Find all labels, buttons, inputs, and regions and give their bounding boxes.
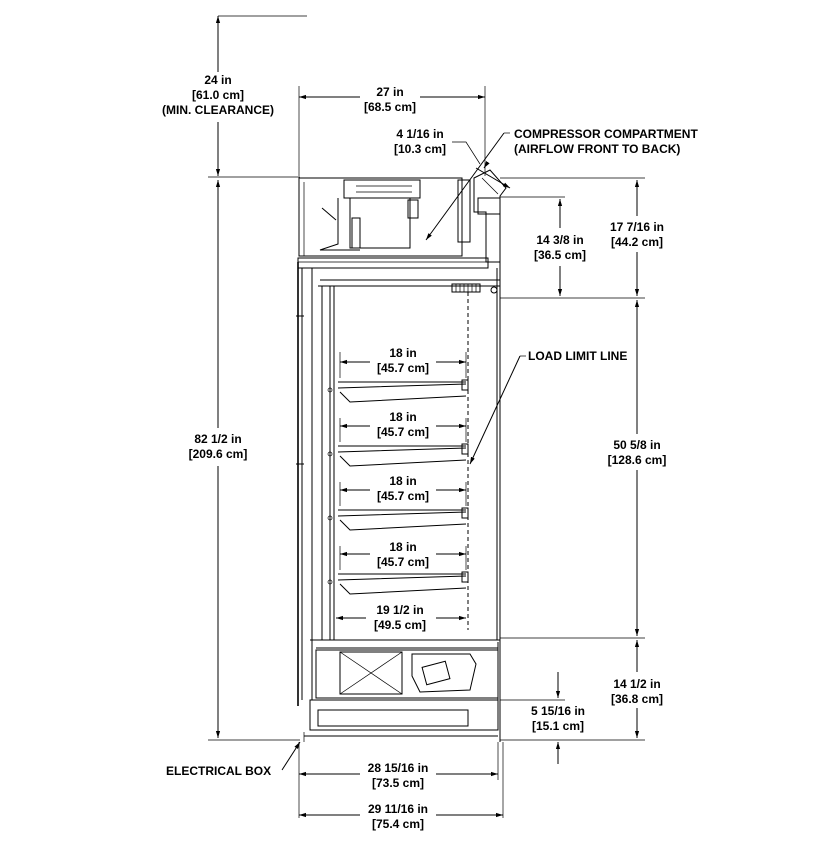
top-width-metric: [68.5 cm] [364,100,416,114]
depth-body-imperial: 28 15/16 in [368,761,429,775]
dimension-lines [208,15,645,818]
clearance-metric: [61.0 cm] [192,88,244,102]
dimension-labels: 24 in [61.0 cm] (MIN. CLEARANCE) 27 in [… [162,73,698,831]
depth-body-metric: [73.5 cm] [372,776,424,790]
floor-depth-metric: [49.5 cm] [374,618,426,632]
base-height-metric: [15.1 cm] [532,719,584,733]
compressor-height-metric: [36.5 cm] [534,248,586,262]
compressor-height-imperial: 14 3/8 in [536,233,583,247]
clearance-imperial: 24 in [204,73,231,87]
shelf-brackets [327,379,469,595]
top-width-imperial: 27 in [376,85,403,99]
clearance-note: (MIN. CLEARANCE) [162,103,274,117]
floor-depth-imperial: 19 1/2 in [376,603,423,617]
base-section-metric: [36.8 cm] [611,692,663,706]
compressor-unit [319,179,421,251]
shelf-2-metric: [45.7 cm] [377,425,429,439]
shelf-1-imperial: 18 in [389,346,416,360]
base-compartment [303,642,499,742]
interior-height-metric: [128.6 cm] [608,453,667,467]
overall-height-imperial: 82 1/2 in [194,432,241,446]
upper-section-metric: [44.2 cm] [611,235,663,249]
shelf-2-imperial: 18 in [389,410,416,424]
interior-height-imperial: 50 5/8 in [613,438,660,452]
overall-height-metric: [209.6 cm] [189,447,248,461]
shelf-1-metric: [45.7 cm] [377,361,429,375]
depth-overall-imperial: 29 11/16 in [368,802,428,816]
compressor-depth-imperial: 4 1/16 in [396,127,443,141]
electrical-box-callout: ELECTRICAL BOX [166,764,271,778]
cabinet-outline [296,169,507,742]
base-height-imperial: 5 15/16 in [531,704,585,718]
compressor-callout-line2: (AIRFLOW FRONT TO BACK) [514,142,680,156]
base-section-imperial: 14 1/2 in [613,677,660,691]
compressor-depth-metric: [10.3 cm] [394,142,446,156]
load-limit-callout: LOAD LIMIT LINE [528,349,627,363]
shelf-4-metric: [45.7 cm] [377,555,429,569]
upper-section-imperial: 17 7/16 in [610,220,664,234]
depth-overall-metric: [75.4 cm] [372,817,424,831]
compressor-callout-line1: COMPRESSOR COMPARTMENT [514,127,698,141]
shelf-3-imperial: 18 in [389,474,416,488]
shelf-3-metric: [45.7 cm] [377,489,429,503]
shelf-4-imperial: 18 in [389,540,416,554]
